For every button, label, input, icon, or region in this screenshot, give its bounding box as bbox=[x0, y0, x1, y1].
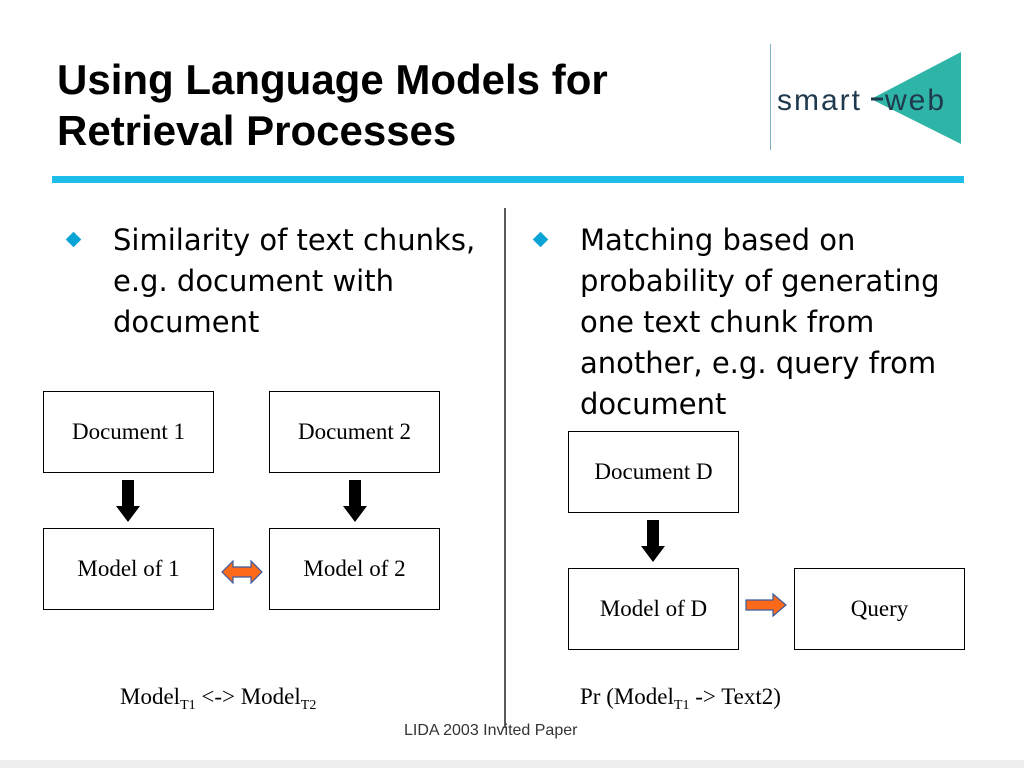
left-bullet-text: Similarity of text chunks, e.g. document… bbox=[113, 220, 475, 343]
down-arrow-icon bbox=[116, 480, 140, 522]
slide-title: Using Language Models for Retrieval Proc… bbox=[57, 54, 757, 156]
right-bullet-text: Matching based on probability of generat… bbox=[580, 220, 940, 425]
model-d-box: Model of D bbox=[568, 568, 739, 650]
double-arrow-icon bbox=[221, 560, 263, 584]
svg-text:smart: smart bbox=[777, 84, 862, 117]
column-divider bbox=[504, 208, 506, 728]
right-bullet-line: document bbox=[580, 387, 727, 421]
bottom-band bbox=[0, 760, 1024, 768]
left-bullet-line: document bbox=[113, 305, 260, 339]
left-bullet-line: e.g. document with bbox=[113, 264, 394, 298]
left-formula: ModelT1 <-> ModelT2 bbox=[120, 684, 317, 713]
model-2-box: Model of 2 bbox=[269, 528, 440, 610]
title-line-2: Retrieval Processes bbox=[57, 107, 457, 154]
document-d-box: Document D bbox=[568, 431, 739, 513]
right-bullet-line: one text chunk from bbox=[580, 305, 875, 339]
right-bullet-line: another, e.g. query from bbox=[580, 346, 937, 380]
down-arrow-icon bbox=[343, 480, 367, 522]
right-formula: Pr (ModelT1 -> Text2) bbox=[580, 684, 781, 713]
bullet-diamond-icon bbox=[532, 231, 549, 248]
footer-text: LIDA 2003 Invited Paper bbox=[404, 722, 578, 739]
right-bullet-line: probability of generating bbox=[580, 264, 940, 298]
smartweb-logo: smart web bbox=[770, 44, 965, 150]
query-box: Query bbox=[794, 568, 965, 650]
document-2-box: Document 2 bbox=[269, 391, 440, 473]
title-underline bbox=[52, 176, 964, 183]
title-line-1: Using Language Models for bbox=[57, 56, 608, 103]
svg-text:web: web bbox=[884, 84, 946, 117]
bullet-diamond-icon bbox=[65, 231, 82, 248]
model-1-box: Model of 1 bbox=[43, 528, 214, 610]
down-arrow-icon bbox=[641, 520, 665, 562]
right-arrow-icon bbox=[745, 593, 787, 617]
right-bullet-line: Matching based on bbox=[580, 223, 856, 257]
left-bullet-line: Similarity of text chunks, bbox=[113, 223, 476, 257]
document-1-box: Document 1 bbox=[43, 391, 214, 473]
